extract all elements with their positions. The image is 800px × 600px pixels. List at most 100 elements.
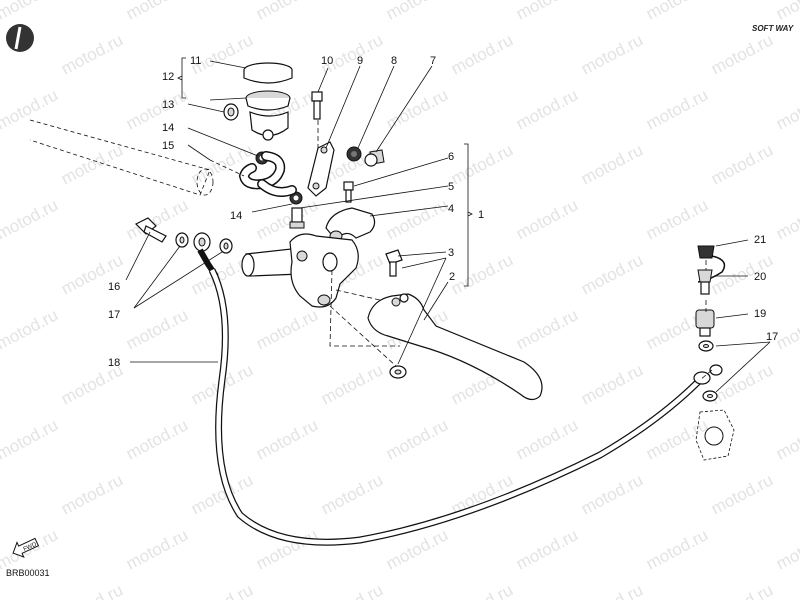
callout-18: 18 — [108, 357, 120, 369]
watermark-text: motod.ru — [58, 30, 126, 78]
watermark-text: motod.ru — [0, 0, 61, 24]
reservoir-bush — [223, 103, 239, 121]
callout-10: 10 — [321, 55, 333, 67]
callout-1: 1 — [478, 209, 484, 221]
watermark-text: motod.ru — [448, 250, 516, 298]
leader-lines — [125, 60, 771, 393]
group-bracket-11-12 — [177, 57, 186, 99]
watermark-text: motod.ru — [773, 0, 800, 24]
sealing-washer-upper — [698, 340, 714, 352]
drawing-code: BRB00031 — [6, 568, 50, 578]
watermark-text: motod.ru — [513, 195, 581, 243]
svg-text:SOFT WAY: SOFT WAY — [752, 24, 794, 33]
sealing-washer-lower — [702, 390, 718, 402]
callout-labels: 1 2 3 4 5 6 7 8 9 10 11 12 13 14 15 14 1… — [108, 55, 778, 369]
watermark-text: motod.ru — [708, 580, 776, 600]
callout-15: 15 — [162, 140, 174, 152]
hose-end-fitting — [693, 364, 723, 385]
watermark-text: motod.ru — [578, 30, 646, 78]
reservoir-cap — [243, 62, 293, 84]
watermark-text: motod.ru — [578, 360, 646, 408]
watermark-text: motod.ru — [0, 305, 61, 353]
watermark-text: motod.ru — [708, 140, 776, 188]
banjo-fitting — [193, 232, 219, 278]
reservoir-hose — [238, 151, 297, 197]
callout-13: 13 — [162, 99, 174, 111]
watermark-text: motod.ru — [643, 0, 711, 24]
watermark-text: motod.ru — [773, 305, 800, 353]
watermark-text: motod.ru — [318, 580, 386, 600]
watermark-text: motod.ru — [123, 0, 191, 24]
handlebar-clamp — [325, 207, 376, 242]
callout-4: 4 — [448, 203, 454, 215]
callout-17-left: 17 — [108, 309, 120, 321]
watermark-text: motod.ru — [123, 305, 191, 353]
hose-fitting — [289, 207, 305, 229]
callout-16: 16 — [108, 281, 120, 293]
lever-washer — [389, 365, 407, 379]
watermark-text: motod.ru — [578, 580, 646, 600]
watermark-text: motod.ru — [773, 195, 800, 243]
watermark-text: motod.ru — [318, 470, 386, 518]
watermark-text: motod.ru — [253, 0, 321, 24]
watermark-text: motod.ru — [0, 195, 61, 243]
lever-pivot-bolt — [385, 249, 403, 277]
watermark-text: motod.ru — [578, 140, 646, 188]
watermark-text: motod.ru — [448, 580, 516, 600]
callout-14-upper: 14 — [162, 122, 174, 134]
callout-12: 12 — [162, 71, 174, 83]
watermark-text: motod.ru — [513, 525, 581, 573]
callout-9: 9 — [357, 55, 363, 67]
watermark-text: motod.ru — [188, 580, 256, 600]
callout-6: 6 — [448, 151, 454, 163]
watermark-text: motod.ru — [58, 470, 126, 518]
callout-3: 3 — [448, 247, 454, 259]
group-bracket-1 — [464, 143, 473, 287]
watermark-text: motod.ru — [318, 360, 386, 408]
watermark-text: motod.ru — [578, 470, 646, 518]
callout-17-right: 17 — [766, 331, 778, 343]
clutch-lever — [367, 293, 543, 401]
callout-8: 8 — [391, 55, 397, 67]
watermark-text: motod.ru — [578, 250, 646, 298]
watermark-text: motod.ru — [513, 305, 581, 353]
bleed-screw — [697, 269, 713, 295]
watermark-text: motod.ru — [513, 0, 581, 24]
banjo-bolt — [134, 217, 167, 243]
hose-union — [695, 309, 715, 337]
watermark-text: motod.ru — [58, 580, 126, 600]
watermark-text: motod.ru — [123, 525, 191, 573]
fluid-reservoir — [249, 111, 289, 141]
clamp-screw-small — [343, 181, 354, 203]
watermark-text: motod.ru — [643, 195, 711, 243]
sealing-washer-left — [175, 232, 189, 248]
watermark-text: motod.ru — [773, 415, 800, 463]
watermark-text: motod.ru — [448, 30, 516, 78]
callout-20: 20 — [754, 271, 766, 283]
watermark-text: motod.ru — [643, 85, 711, 133]
watermark-text: motod.ru — [773, 85, 800, 133]
callout-21: 21 — [754, 234, 766, 246]
watermark-text: motod.ru — [253, 415, 321, 463]
watermark-text: motod.ru — [383, 415, 451, 463]
watermark-text: motod.ru — [708, 30, 776, 78]
watermark-text: motod.ru — [123, 85, 191, 133]
callout-7: 7 — [430, 55, 436, 67]
handlebar — [29, 119, 214, 196]
watermark-text: motod.ru — [773, 525, 800, 573]
sealing-washer-right — [219, 238, 233, 254]
bracket-bush — [346, 146, 362, 162]
callout-14-lower: 14 — [230, 210, 242, 222]
brand-logo: SOFT WAY — [752, 24, 794, 33]
watermark-text: motod.ru — [123, 415, 191, 463]
reservoir-diaphragm — [245, 90, 291, 111]
callout-19: 19 — [754, 308, 766, 320]
fwd-arrow-icon: FWD — [12, 537, 40, 558]
callout-11: 11 — [190, 55, 201, 67]
watermark-text: motod.ru — [708, 470, 776, 518]
callout-2: 2 — [449, 271, 455, 283]
reservoir-bracket — [307, 141, 335, 197]
svg-text:FWD: FWD — [23, 541, 39, 552]
manufacturer-logo — [6, 24, 34, 52]
